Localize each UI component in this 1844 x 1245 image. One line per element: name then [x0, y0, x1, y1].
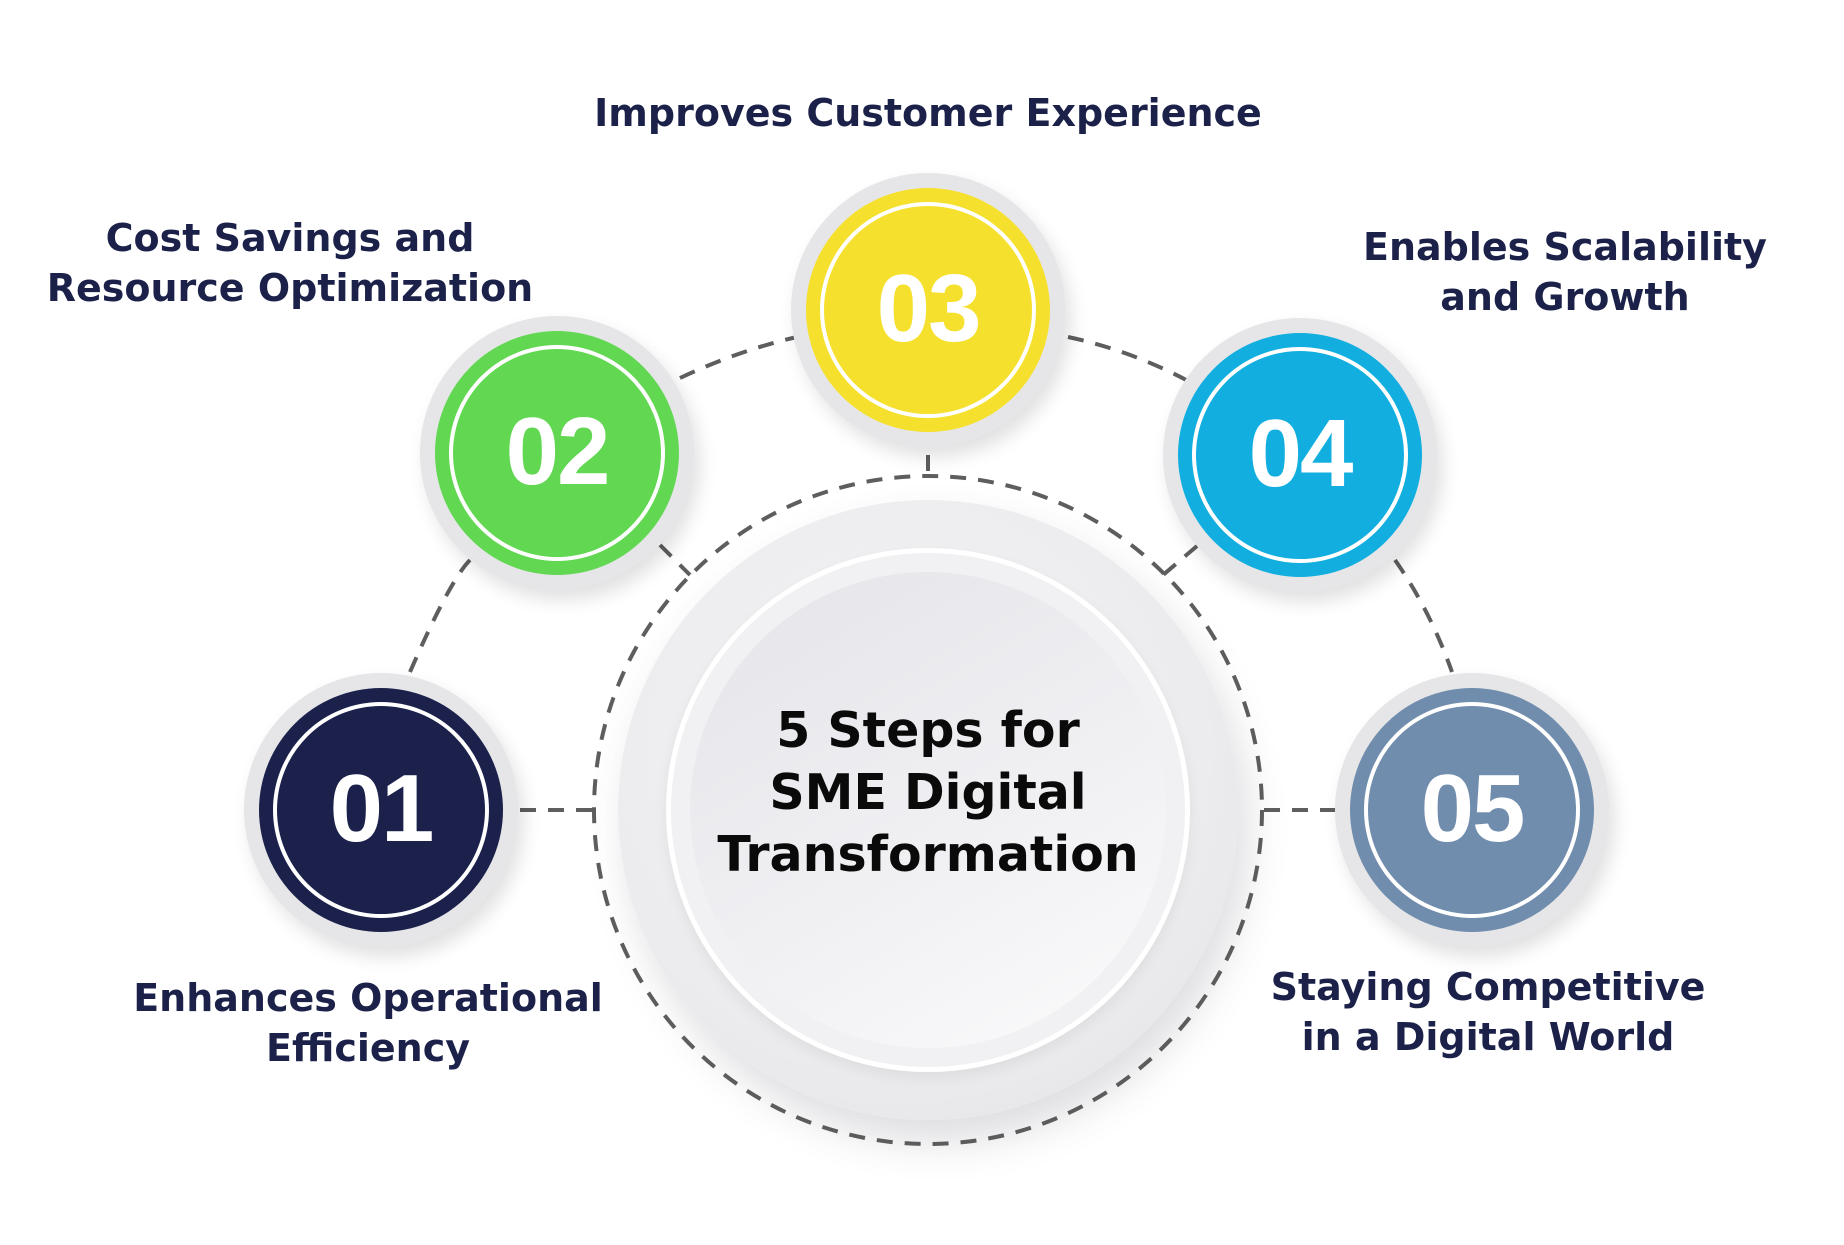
step-03-badge: 03 — [791, 173, 1065, 447]
step-01-label: Enhances Operational Efficiency — [118, 973, 618, 1073]
title-line-1: 5 Steps for — [776, 702, 1080, 759]
connector-03-04 — [1067, 335, 1191, 384]
step-01-number: 01 — [329, 755, 435, 862]
step-05-label: Staying Competitive in a Digital World — [1258, 962, 1718, 1062]
connector-04-05 — [1393, 558, 1454, 673]
step-01-badge: 01 — [244, 673, 518, 947]
step-05-label-line-1: Staying Competitive — [1270, 965, 1706, 1009]
step-04-badge: 04 — [1163, 318, 1437, 592]
step-04-label-line-2: and Growth — [1440, 275, 1690, 319]
center-hub-inner — [690, 572, 1166, 1048]
center-dashed-ring — [592, 474, 1264, 1146]
step-03-label: Improves Customer Experience — [578, 88, 1278, 138]
step-05-label-line-2: in a Digital World — [1301, 1015, 1675, 1059]
step-05-number: 05 — [1420, 755, 1526, 862]
step-05-badge: 05 — [1335, 673, 1609, 947]
title-line-3: Transformation — [717, 826, 1139, 883]
step-01-label-line-1: Enhances Operational — [133, 976, 603, 1020]
step-04-label-line-1: Enables Scalability — [1363, 225, 1767, 269]
step-02-label: Cost Savings and Resource Optimization — [30, 213, 550, 313]
step-03-number: 03 — [876, 255, 982, 362]
connector-02-center — [658, 543, 692, 577]
step-02-label-line-2: Resource Optimization — [46, 266, 534, 310]
connector-04-center — [1161, 544, 1199, 577]
step-02-number: 02 — [505, 398, 611, 505]
step-02-badge: 02 — [420, 316, 694, 590]
title-line-2: SME Digital — [769, 764, 1087, 821]
step-04-number: 04 — [1248, 400, 1354, 507]
step-02-label-line-1: Cost Savings and — [105, 216, 475, 260]
step-03-label-line-1: Improves Customer Experience — [594, 91, 1262, 135]
step-04-label: Enables Scalability and Growth — [1360, 222, 1770, 322]
connector-01-02 — [408, 558, 472, 673]
connector-02-03 — [679, 335, 798, 380]
step-01-label-line-2: Efficiency — [265, 1026, 470, 1070]
diagram-title: 5 Steps for SME Digital Transformation — [690, 700, 1166, 886]
